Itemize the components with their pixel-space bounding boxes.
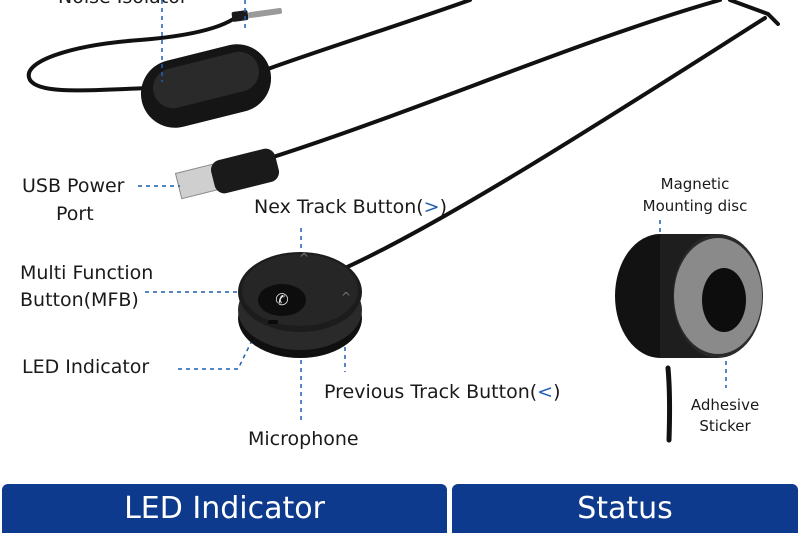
magnetic-disc-label-line1: Magnetic [660,175,730,193]
cables [26,0,780,443]
aux-cable [26,16,237,93]
adhesive-sticker-label-line1: Adhesive [690,396,760,414]
chevron-left-icon: ^ [341,290,351,304]
magnet-cable [665,365,673,443]
led-light [268,320,278,324]
led-indicator-label: LED Indicator [22,356,150,378]
adhesive-sticker-label-line2: Sticker [699,417,751,435]
usb-plug [174,148,280,200]
usb-power-port-label-line1: USB Power [22,175,125,197]
audio-jack [231,7,282,22]
product-illustration: ✆ ^ ^ [26,0,780,443]
phone-icon: ✆ [275,290,288,309]
chevron-right-icon: ^ [299,251,309,265]
mfb-label-line2: Button(MFB) [20,289,139,311]
table-header-led-indicator: LED Indicator [2,484,447,533]
previous-track-label: Previous Track Button(<) [324,381,561,403]
main-cable [343,16,767,270]
table-header-status: Status [452,484,798,533]
mfb-label-line1: Multi Function [20,262,154,284]
magnetic-mount [615,234,763,358]
noise-isolator-label: Noise Isolator [58,0,188,11]
noise-isolator [140,44,272,128]
magnetic-disc-label-line2: Mounting disc [642,197,748,215]
main-cable-top [728,0,780,26]
usb-cable [268,0,722,160]
next-track-label: Nex Track Button(>) [254,196,448,218]
control-puck: ✆ ^ ^ [238,251,362,358]
microphone-label: Microphone [248,428,359,450]
isolator-to-top-cable [263,0,472,72]
usb-power-port-label-line2: Port [56,203,94,225]
